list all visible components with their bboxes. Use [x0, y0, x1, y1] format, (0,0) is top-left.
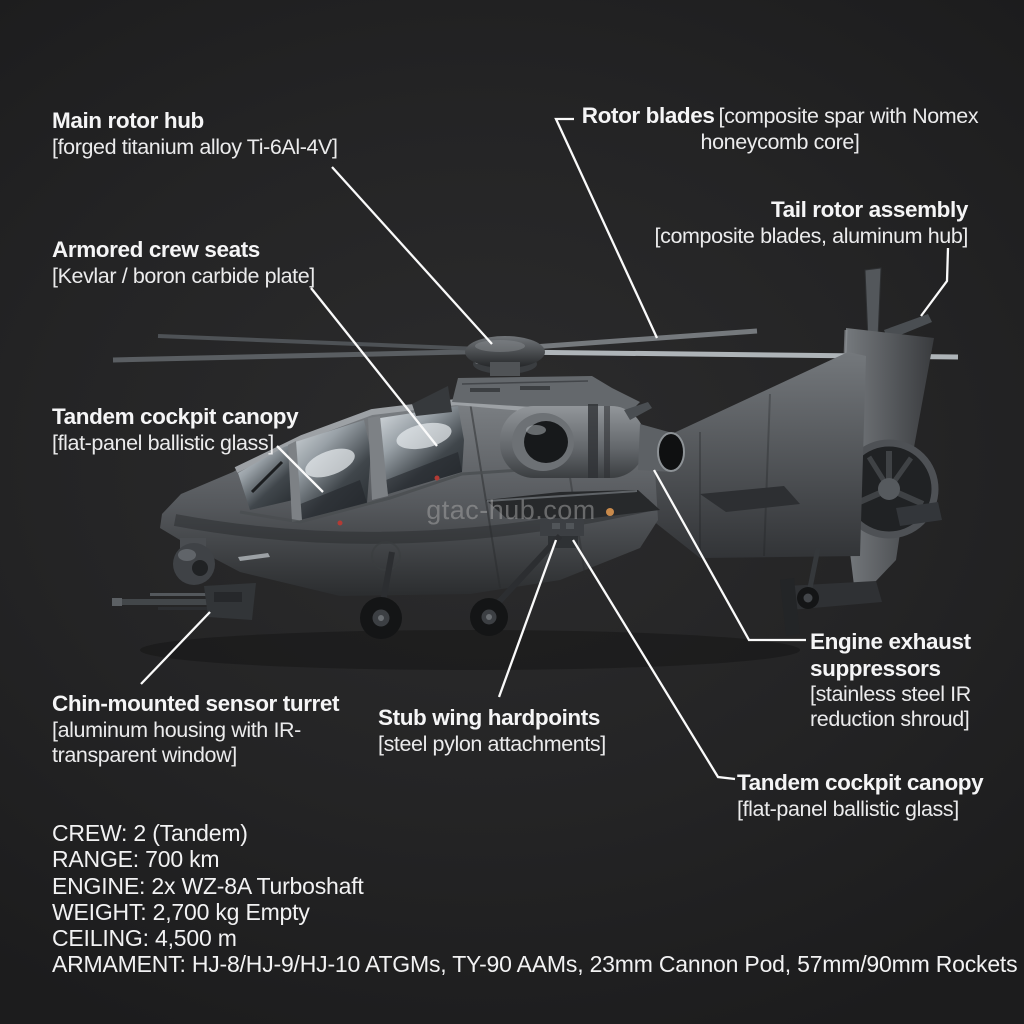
- watermark: gtac-hub.com: [426, 495, 596, 525]
- ground-shadow: [140, 630, 800, 670]
- callout-detail: [forged titanium alloy Ti-6Al-4V]: [52, 134, 338, 159]
- leader-armored-seats: [310, 287, 438, 447]
- main-landing-gear: [360, 533, 563, 639]
- tail-landing-gear: [797, 547, 821, 609]
- leader-rotor-blades: [554, 117, 659, 339]
- callout-title: Tandem cockpit canopy: [737, 770, 984, 795]
- spec-armament: ARMAMENT: HJ-8/HJ-9/HJ-10 ATGMs, TY-90 A…: [52, 951, 1018, 978]
- leader-tandem-right: [572, 539, 736, 781]
- callout-main-rotor-hub: Main rotor hub [forged titanium alloy Ti…: [52, 108, 338, 160]
- callout-tandem-cockpit-canopy-right: Tandem cockpit canopy [flat-panel ballis…: [737, 770, 984, 822]
- callout-rotor-blades: Rotor blades [composite spar with Nomex …: [550, 103, 1010, 155]
- callout-tandem-cockpit-canopy-left: Tandem cockpit canopy [flat-panel ballis…: [52, 404, 299, 456]
- callout-armored-crew-seats: Armored crew seats [Kevlar / boron carbi…: [52, 237, 315, 289]
- callout-title: Tail rotor assembly: [770, 197, 968, 222]
- leader-tail-rotor: [920, 247, 950, 317]
- callout-detail: [steel pylon attachments]: [378, 731, 606, 756]
- leader-lines: [140, 117, 950, 781]
- helicopter-render: [112, 267, 959, 670]
- callout-engine-exhaust-suppressors: Engine exhaust suppressors [stainless st…: [810, 629, 1022, 733]
- callout-detail: [stainless steel IR reduction shroud]: [810, 682, 971, 732]
- tail-boom: [648, 352, 866, 558]
- stub-wing: [486, 486, 800, 548]
- callout-detail: [flat-panel ballistic glass]: [737, 796, 959, 821]
- leader-main-rotor-hub: [331, 166, 493, 345]
- spec-ceiling: CEILING: 4,500 m: [52, 925, 237, 952]
- engine-nacelle: [500, 402, 685, 478]
- callout-detail: [composite blades, aluminum hub]: [654, 223, 969, 248]
- callout-title: Stub wing hardpoints: [378, 705, 600, 730]
- callout-detail: [Kevlar / boron carbide plate]: [52, 263, 315, 288]
- leader-engine-exhaust: [652, 469, 806, 642]
- callout-title: Main rotor hub: [52, 108, 204, 133]
- leader-chin-turret: [140, 611, 211, 685]
- callout-stub-wing-hardpoints: Stub wing hardpoints [steel pylon attach…: [378, 705, 606, 757]
- callout-chin-mounted-sensor-turret: Chin-mounted sensor turret [aluminum hou…: [52, 691, 340, 768]
- callout-detail: [aluminum housing with IR-transparent wi…: [52, 717, 301, 767]
- spec-weight: WEIGHT: 2,700 kg Empty: [52, 898, 310, 925]
- main-rotor-hub: [465, 336, 545, 376]
- wing-pylon: [540, 518, 584, 536]
- callout-title: Armored crew seats: [52, 237, 260, 262]
- callout-title: Engine exhaust suppressors: [810, 629, 971, 681]
- spec-engine: ENGINE: 2x WZ-8A Turboshaft: [52, 872, 364, 899]
- chin-gun: [112, 583, 256, 620]
- sensor-turret: [173, 538, 215, 585]
- leader-tandem-left: [276, 445, 324, 493]
- spec-crew: CREW: 2 (Tandem): [52, 820, 248, 846]
- callout-title: Rotor blades: [581, 103, 715, 128]
- spec-range: RANGE: 700 km: [52, 846, 220, 873]
- spec-list: CREW: 2 (Tandem) RANGE: 700 km ENGINE: 2…: [52, 820, 1018, 978]
- callout-tail-rotor-assembly: Tail rotor assembly [composite blades, a…: [600, 197, 969, 249]
- callout-detail: [composite spar with Nomex honeycomb cor…: [700, 104, 979, 154]
- callout-detail: [flat-panel ballistic glass]: [52, 430, 274, 455]
- callout-title: Chin-mounted sensor turret: [52, 691, 340, 716]
- callout-title: Tandem cockpit canopy: [52, 404, 299, 429]
- leader-stub-wing: [497, 539, 558, 698]
